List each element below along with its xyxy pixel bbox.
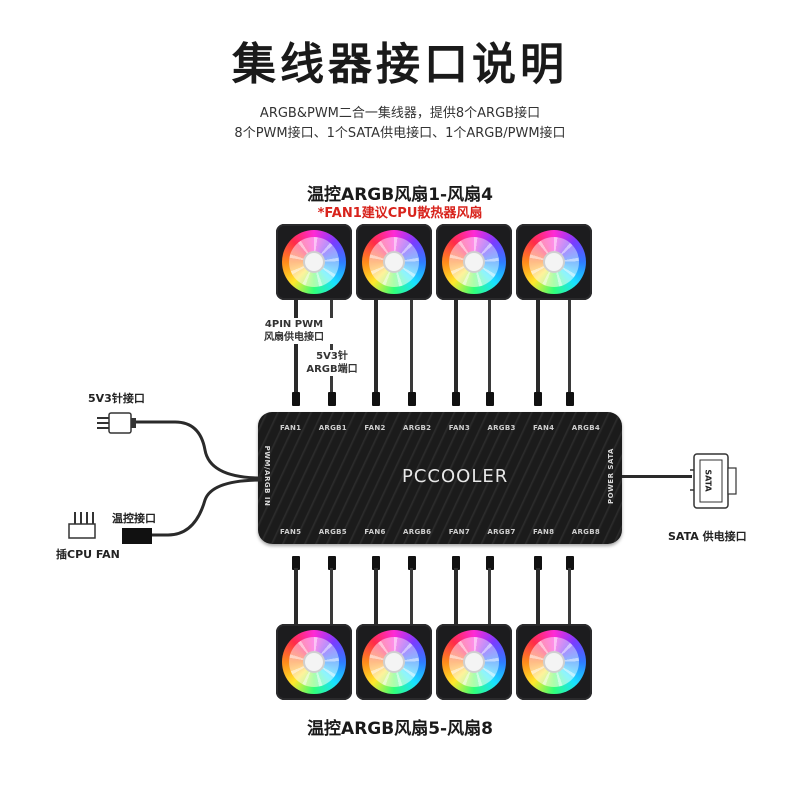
argb-fan-8 bbox=[516, 624, 592, 700]
fan3-argb-cable bbox=[488, 300, 491, 396]
left-cpu-label: 插CPU FAN bbox=[56, 548, 120, 561]
port-label: FAN8 bbox=[533, 528, 555, 536]
cpu-fan-header-icon bbox=[68, 512, 96, 539]
hub-top-ports: FAN1 ARGB1 FAN2 ARGB2 FAN3 ARGB3 FAN4 AR… bbox=[280, 424, 600, 432]
fan6-argb-plug bbox=[408, 556, 416, 570]
left-temp-label: 温控接口 bbox=[112, 512, 156, 525]
fan7-pwm-cable bbox=[454, 568, 458, 630]
right-sata-label: SATA 供电接口 bbox=[668, 530, 747, 543]
fan5-pwm-cable bbox=[294, 568, 298, 630]
argb-fan-6 bbox=[356, 624, 432, 700]
sata-plug-text: SATA bbox=[703, 469, 713, 492]
fan4-pwm-cable bbox=[536, 300, 540, 396]
fan6-pwm-plug bbox=[372, 556, 380, 570]
subtitle-line-2: 8个PWM接口、1个SATA供电接口、1个ARGB/PWM接口 bbox=[234, 126, 566, 141]
argb-3pin-connector-icon bbox=[97, 412, 136, 434]
fan8-argb-cable bbox=[568, 568, 571, 630]
port-label: ARGB2 bbox=[403, 424, 432, 432]
port-label: FAN4 bbox=[533, 424, 555, 432]
argb-fan-3 bbox=[436, 224, 512, 300]
port-label: FAN2 bbox=[364, 424, 386, 432]
fan1-pwm-cable bbox=[294, 300, 298, 396]
port-label: FAN6 bbox=[364, 528, 386, 536]
input-y-cable bbox=[135, 420, 263, 537]
fan1-recommendation-note: *FAN1建议CPU散热器风扇 bbox=[317, 206, 483, 221]
port-label: ARGB1 bbox=[318, 424, 347, 432]
fan5-pwm-plug bbox=[292, 556, 300, 570]
fan7-argb-cable bbox=[488, 568, 491, 630]
argb-fan-5 bbox=[276, 624, 352, 700]
fan3-pwm-plug bbox=[452, 392, 460, 406]
argb-pwm-hub bbox=[258, 412, 622, 544]
fan3-pwm-cable bbox=[454, 300, 458, 396]
fan6-pwm-cable bbox=[374, 568, 378, 630]
fan4-pwm-plug bbox=[534, 392, 542, 406]
left-5v3-label: 5V3针接口 bbox=[88, 392, 145, 405]
port-label: ARGB3 bbox=[487, 424, 516, 432]
port-label: ARGB4 bbox=[571, 424, 600, 432]
fan7-argb-plug bbox=[486, 556, 494, 570]
port-label: ARGB6 bbox=[403, 528, 432, 536]
temp-plug bbox=[122, 528, 152, 544]
fan5-argb-cable bbox=[330, 568, 333, 630]
fan5-argb-plug bbox=[328, 556, 336, 570]
pccooler-logo: PCCOOLER bbox=[402, 466, 509, 487]
argb-fan-1 bbox=[276, 224, 352, 300]
fan2-pwm-cable bbox=[374, 300, 378, 396]
pwm-4pin-callout: 4PIN PWM 风扇供电接口 bbox=[244, 318, 344, 344]
sata-cable bbox=[622, 475, 692, 478]
top-fan-group-label: 温控ARGB风扇1-风扇4 bbox=[307, 185, 493, 205]
argb-fan-7 bbox=[436, 624, 512, 700]
fan8-pwm-cable bbox=[536, 568, 540, 630]
fan1-argb-plug bbox=[328, 392, 336, 406]
fan6-argb-cable bbox=[410, 568, 413, 630]
port-label: FAN5 bbox=[280, 528, 302, 536]
argb-fan-4 bbox=[516, 224, 592, 300]
argb-5v3-callout: 5V3针 ARGB端口 bbox=[302, 350, 362, 376]
fan4-argb-cable bbox=[568, 300, 571, 396]
fan8-pwm-plug bbox=[534, 556, 542, 570]
port-label: FAN1 bbox=[280, 424, 302, 432]
port-label: ARGB8 bbox=[571, 528, 600, 536]
port-label: FAN7 bbox=[448, 528, 471, 536]
port-label: ARGB7 bbox=[487, 528, 516, 536]
fan2-argb-plug bbox=[408, 392, 416, 406]
fan1-pwm-plug bbox=[292, 392, 300, 406]
hub-bottom-ports: FAN5 ARGB5 FAN6 ARGB6 FAN7 ARGB7 FAN8 AR… bbox=[280, 528, 600, 536]
bottom-fan-group-label: 温控ARGB风扇5-风扇8 bbox=[307, 719, 493, 739]
fan1-argb-cable bbox=[330, 300, 333, 396]
subtitle-line-1: ARGB&PWM二合一集线器，提供8个ARGB接口 bbox=[259, 106, 541, 121]
hub-sata-label: POWER SATA bbox=[607, 448, 615, 504]
fan7-pwm-plug bbox=[452, 556, 460, 570]
fan3-argb-plug bbox=[486, 392, 494, 406]
fan8-argb-plug bbox=[566, 556, 574, 570]
port-label: FAN3 bbox=[448, 424, 471, 432]
argb-fan-2 bbox=[356, 224, 432, 300]
sata-connector-icon bbox=[690, 453, 737, 509]
page-title: 集线器接口说明 bbox=[232, 39, 568, 90]
fan2-pwm-plug bbox=[372, 392, 380, 406]
port-label: ARGB5 bbox=[318, 528, 347, 536]
fan4-argb-plug bbox=[566, 392, 574, 406]
fan2-argb-cable bbox=[410, 300, 413, 396]
